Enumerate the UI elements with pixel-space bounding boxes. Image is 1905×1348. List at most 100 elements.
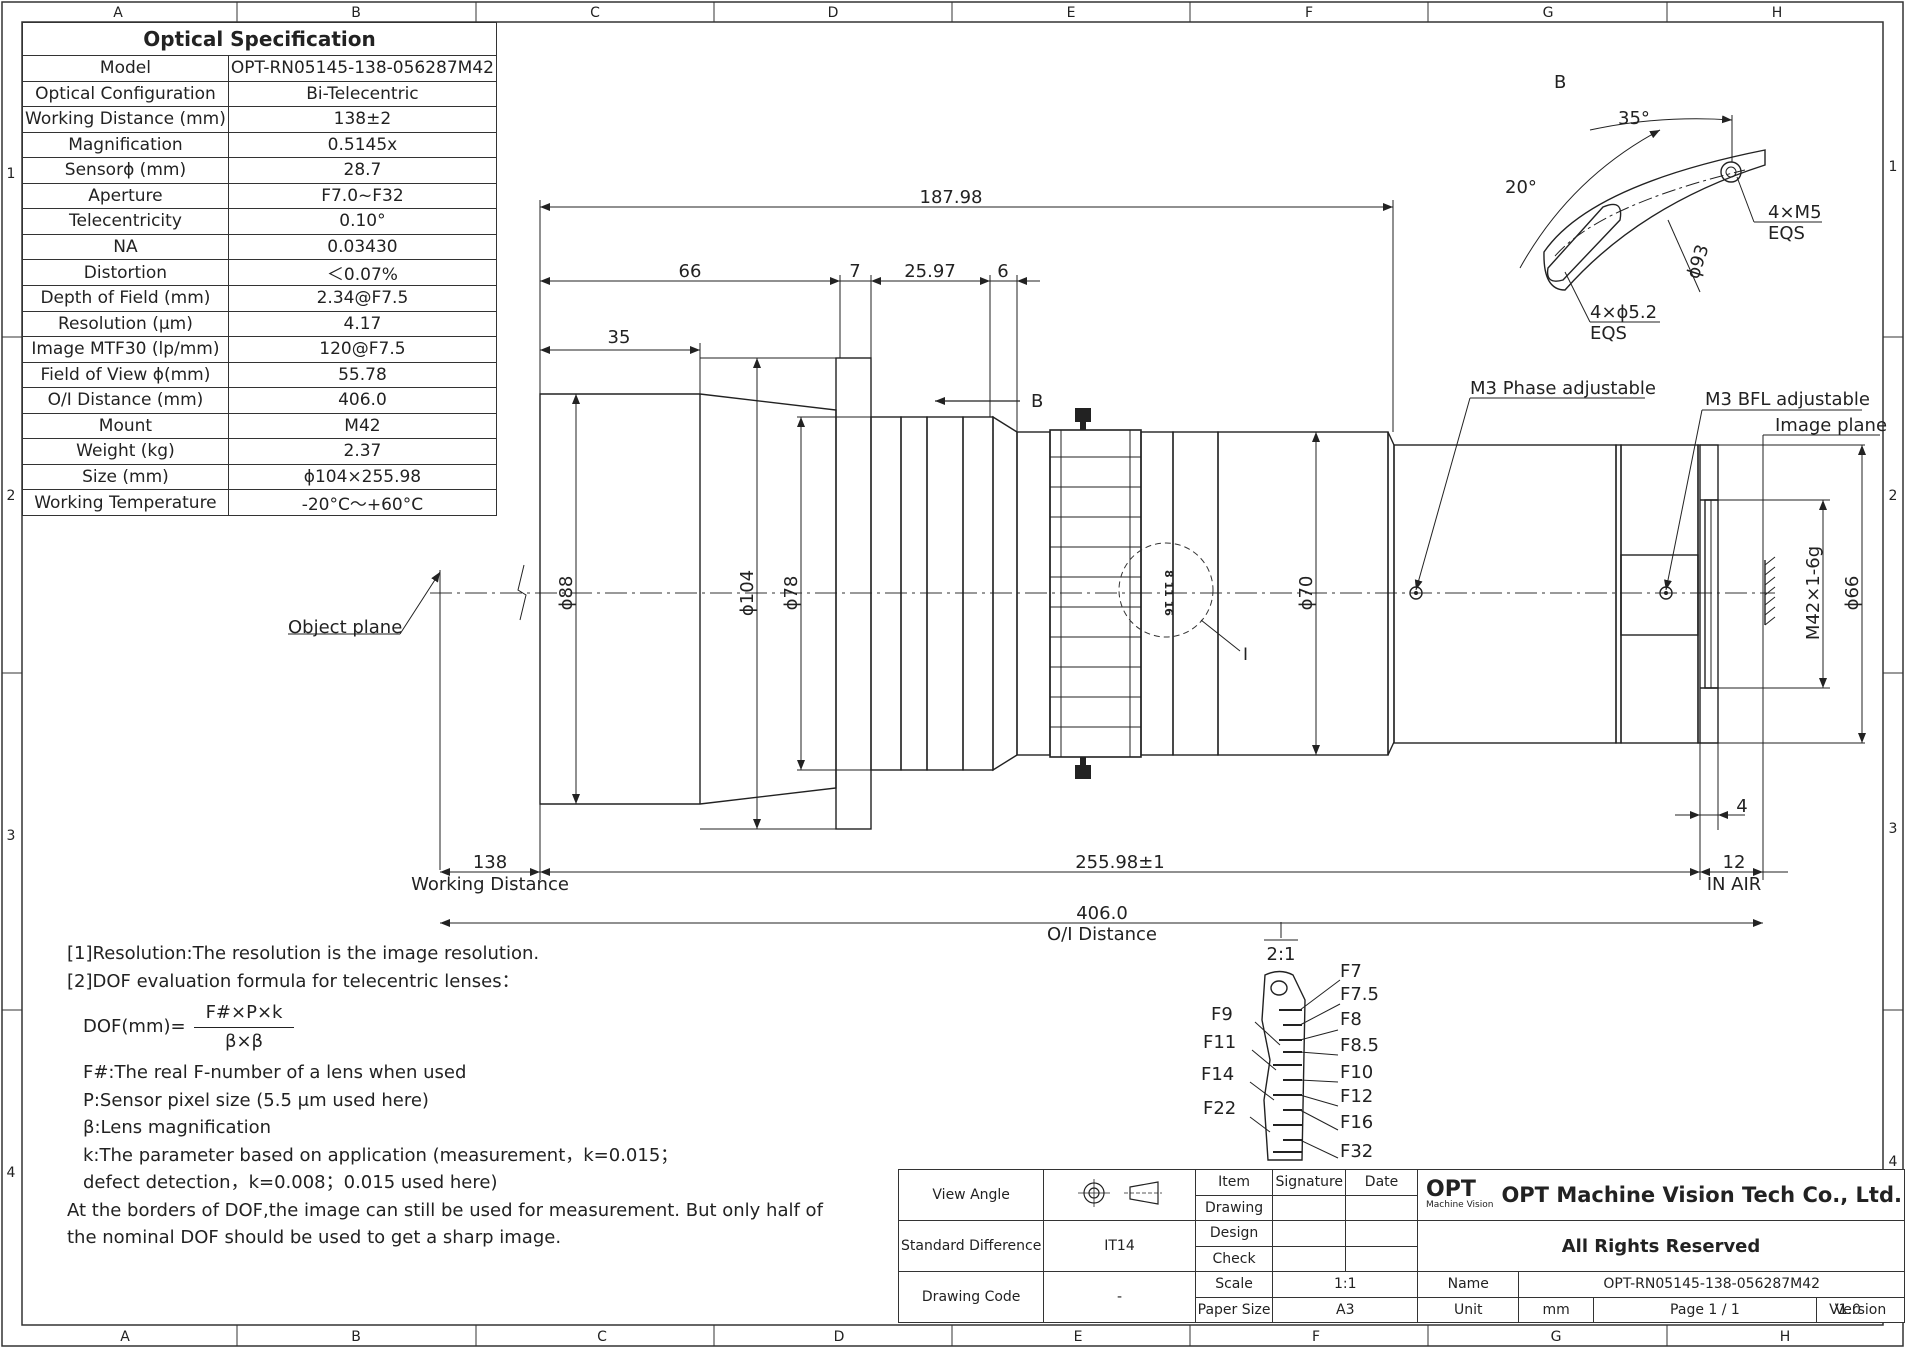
item-header: Item <box>1194 1169 1274 1196</box>
notes: [1]Resolution:The resolution is the imag… <box>67 940 827 1252</box>
detail-b <box>1519 115 1822 323</box>
page-value: 1 / 1 <box>1708 1301 1740 1318</box>
spec-value: OPT-RN05145-138-056287M42 <box>227 55 498 82</box>
note-magnification: β:Lens magnification <box>83 1117 271 1138</box>
grid-bottom-a: A <box>120 1329 130 1345</box>
note-dof-title: [2]DOF evaluation formula for telecentri… <box>67 970 520 992</box>
dim-working-distance: Working Distance <box>411 874 569 895</box>
spec-value: 120@F7.5 <box>227 336 498 363</box>
spec-value: ＜0.07% <box>227 259 498 286</box>
spec-value: 406.0 <box>227 387 498 414</box>
formula-fraction: F#×P×k β×β <box>193 1001 295 1054</box>
spec-key: Aperture <box>22 182 229 209</box>
grid-left-1: 1 <box>7 166 16 182</box>
spec-key: Field of View ϕ(mm) <box>22 361 229 388</box>
scale-f32: F32 <box>1340 1141 1373 1162</box>
dim-138: 138 <box>473 852 507 873</box>
grid-top-b: B <box>351 5 361 21</box>
table-row: Weight (kg)2.37 <box>22 438 498 465</box>
spec-key: Size (mm) <box>22 463 229 490</box>
table-row: Working Distance (mm)138±2 <box>22 106 498 133</box>
dim-m42-thread: M42×1-6g <box>1803 546 1824 640</box>
spec-value: 28.7 <box>227 157 498 184</box>
dim-oi-distance: O/I Distance <box>1047 924 1157 945</box>
drawing-code-label: Drawing Code <box>897 1271 1045 1323</box>
scale-f7: F7 <box>1340 961 1362 982</box>
grid-left-2: 2 <box>7 488 16 504</box>
spec-value: 0.03430 <box>227 233 498 260</box>
dim-406: 406.0 <box>1076 903 1128 924</box>
grid-top-e: E <box>1067 5 1076 21</box>
formula-lhs: DOF(mm)= <box>83 1016 186 1038</box>
check-signature <box>1272 1245 1347 1272</box>
detail-b-eqs-2: EQS <box>1590 323 1627 344</box>
dim-phi78: ϕ78 <box>781 576 802 611</box>
note-k-2: defect detection，k=0.008；0.015 used here… <box>83 1172 498 1193</box>
name-label: Name <box>1417 1271 1520 1298</box>
drawing-signature <box>1272 1194 1347 1221</box>
version-value: V1.0 <box>1829 1302 1861 1318</box>
scale-f16: F16 <box>1340 1112 1373 1133</box>
detail-i-circle <box>1118 542 1214 638</box>
spec-value: 138±2 <box>227 106 498 133</box>
table-row: Depth of Field (mm)2.34@F7.5 <box>22 285 498 312</box>
scale-value: 1:1 <box>1272 1271 1419 1298</box>
grid-bottom-f: F <box>1312 1329 1320 1345</box>
note-f-number: F#:The real F-number of a lens when used <box>83 1062 467 1083</box>
thumb-screw-bottom <box>1075 757 1091 779</box>
name-value: OPT-RN05145-138-056287M42 <box>1518 1271 1905 1298</box>
grid-right-1: 1 <box>1889 159 1898 175</box>
scale-f8: F8 <box>1340 1009 1362 1030</box>
spec-value: F7.0~F32 <box>227 182 498 209</box>
note-resolution: [1]Resolution:The resolution is the imag… <box>67 943 540 964</box>
spec-key: Mount <box>22 412 229 439</box>
drawing-date <box>1345 1194 1419 1221</box>
spec-key: NA <box>22 233 229 260</box>
detail-b-title: B <box>1554 72 1566 93</box>
image-plane-label: Image plane <box>1775 415 1887 436</box>
dof-formula: DOF(mm)= F#×P×k β×β <box>67 995 827 1059</box>
unit-value: mm <box>1518 1296 1594 1323</box>
note-pixel-size: P:Sensor pixel size (5.5 μm used here) <box>83 1089 429 1111</box>
grid-left-3: 3 <box>7 828 16 844</box>
grid-bottom-h: H <box>1780 1329 1791 1345</box>
spec-value: ϕ104×255.98 <box>227 463 498 490</box>
dim-35: 35 <box>608 327 631 348</box>
dim-7: 7 <box>849 261 860 282</box>
spec-key: Magnification <box>22 131 229 158</box>
grid-top-h: H <box>1772 5 1783 21</box>
spec-key: Weight (kg) <box>22 438 229 465</box>
projection-icon <box>1078 1179 1163 1207</box>
grid-top-f: F <box>1305 5 1313 21</box>
spec-key: Depth of Field (mm) <box>22 285 229 312</box>
spec-key: Distortion <box>22 259 229 286</box>
dim-phi104: ϕ104 <box>737 570 758 616</box>
spec-value: -20°C～+60°C <box>227 489 498 516</box>
detail-b-angle-35: 35° <box>1618 108 1650 129</box>
grid-bottom-c: C <box>597 1329 607 1345</box>
formula-numerator: F#×P×k <box>193 1001 295 1028</box>
dim-phi70: ϕ70 <box>1296 576 1317 611</box>
grid-top-d: D <box>828 5 839 21</box>
dim-phi66: ϕ66 <box>1842 576 1863 611</box>
dim-6: 6 <box>997 261 1008 282</box>
table-row: Size (mm)ϕ104×255.98 <box>22 463 498 490</box>
std-diff-value: IT14 <box>1043 1220 1196 1272</box>
check-date <box>1345 1245 1419 1272</box>
grid-right-2: 2 <box>1889 488 1898 504</box>
grid-bottom-g: G <box>1551 1329 1562 1345</box>
spec-value: 2.37 <box>227 438 498 465</box>
spec-key: Image MTF30 (lp/mm) <box>22 336 229 363</box>
projection-symbol <box>1043 1169 1196 1221</box>
page-cell: Page 1 / 1 <box>1592 1296 1818 1323</box>
grid-left-4: 4 <box>7 1165 16 1181</box>
scale-label: Scale <box>1194 1271 1274 1298</box>
grid-right-3: 3 <box>1889 821 1898 837</box>
rights-reserved: All Rights Reserved <box>1417 1220 1905 1272</box>
